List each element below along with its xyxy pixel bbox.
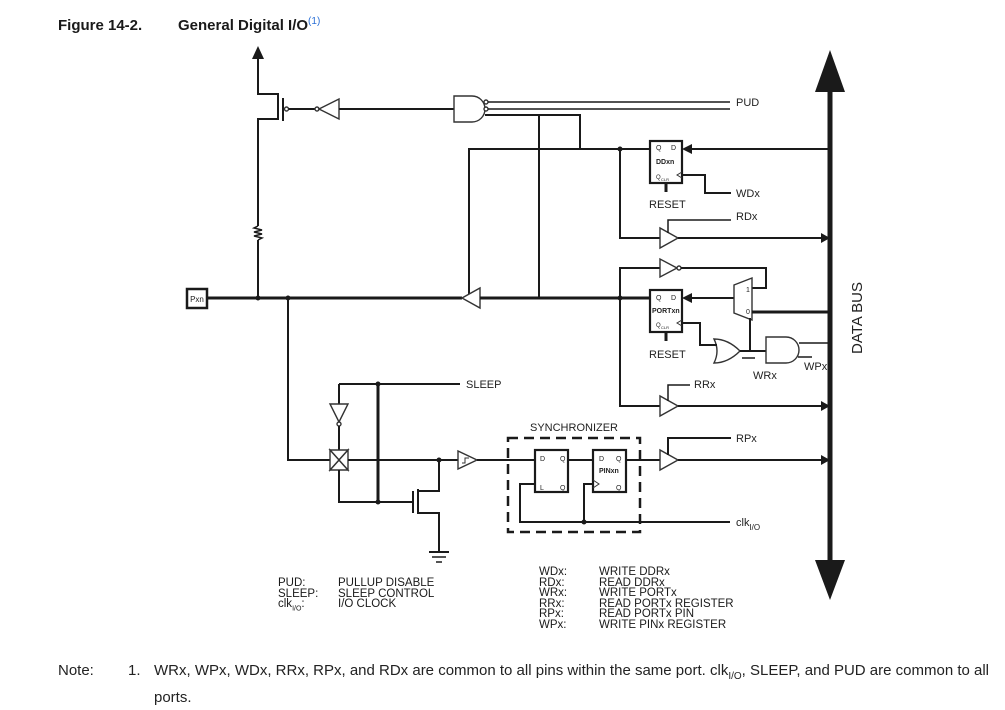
mux-icon <box>733 276 753 322</box>
svg-text:Q: Q <box>616 485 622 492</box>
rrx-label: RRx <box>694 379 716 391</box>
rdx-label: RDx <box>736 211 758 223</box>
note-text: WRx, WPx, WDx, RRx, RPx, and RDx are com… <box>154 662 990 706</box>
legend-right: WDx:WRITE DDRx RDx:READ DDRx WRx:WRITE P… <box>539 566 734 631</box>
svg-text:Q: Q <box>560 456 566 463</box>
ddxn-reset-label: RESET <box>649 199 686 211</box>
bus-arrow-up-icon <box>815 50 845 92</box>
pud-and-gate-icon <box>453 95 486 123</box>
svg-text:CLR: CLR <box>661 325 669 330</box>
portxn-flipflop: Q D PORTxn Q CLR <box>648 288 684 334</box>
pinxn-flipflop: D Q PINxn Q <box>591 448 628 494</box>
wpx-label: WPx <box>804 361 828 373</box>
svg-text:D: D <box>671 295 676 302</box>
ddxn-label: DDxn <box>656 159 674 166</box>
rdx-buffer-icon <box>659 226 680 250</box>
wrx-label: WRx <box>753 370 777 382</box>
svg-text:D: D <box>599 456 604 463</box>
svg-text:D: D <box>671 145 676 152</box>
pin-label: Pxn <box>190 295 204 304</box>
figure-title-text: General Digital I/O <box>178 17 309 34</box>
svg-text:Q: Q <box>656 323 661 329</box>
svg-text:Q: Q <box>616 456 622 463</box>
legend-left: PUD:PULLUP DISABLE SLEEP:SLEEP CONTROL c… <box>278 577 435 613</box>
data-bus-label: DATA BUS <box>849 282 866 354</box>
wdx-label: WDx <box>736 188 760 200</box>
portx-inverter-icon <box>659 257 679 279</box>
clk-label: clkI/O <box>736 517 760 532</box>
svg-text:Q: Q <box>560 485 566 492</box>
pullup-resistor-icon <box>251 225 265 241</box>
synchronizer-label: SYNCHRONIZER <box>530 422 618 434</box>
pud-inverter-icon <box>317 97 340 121</box>
wpx-and-gate-icon <box>765 336 800 364</box>
svg-text:CLR: CLR <box>661 177 669 182</box>
synchronizer-box <box>506 436 642 534</box>
rpx-label: RPx <box>736 433 757 445</box>
sync-latch: D Q L Q <box>533 448 570 494</box>
pinxn-label: PINxn <box>599 468 619 475</box>
output-driver-icon <box>460 286 481 310</box>
bus-arrow-down-icon <box>815 560 845 600</box>
svg-text:1: 1 <box>746 287 750 294</box>
figure-title: Figure 14-2. General Digital I/O(1) <box>58 16 320 34</box>
sleep-label: SLEEP <box>466 379 501 391</box>
transmission-gate-icon <box>328 448 350 472</box>
wrx-or-gate-icon <box>712 338 741 364</box>
pulldown-transistor <box>412 460 449 563</box>
pud-label: PUD <box>736 97 759 109</box>
portxn-reset-label: RESET <box>649 349 686 361</box>
note-label: Note: <box>58 662 94 679</box>
ddxn-flipflop: Q D DDxn Q CLR <box>648 139 684 185</box>
vcc-arrow-icon <box>252 46 264 59</box>
schmitt-trigger-icon <box>457 449 479 471</box>
footnote-reference: (1) <box>308 16 321 27</box>
sleep-inverter-icon <box>328 403 350 424</box>
rrx-buffer-icon <box>659 394 680 418</box>
svg-text:Q: Q <box>656 295 662 302</box>
portxn-label: PORTxn <box>652 308 680 315</box>
svg-text:Q: Q <box>656 145 662 152</box>
note-number: 1. <box>128 662 141 679</box>
pullup-circuit <box>251 46 489 298</box>
svg-text:L: L <box>540 485 544 492</box>
figure-number: Figure 14-2. <box>58 17 143 34</box>
svg-text:0: 0 <box>746 309 750 316</box>
svg-text:D: D <box>540 456 545 463</box>
data-bus <box>815 50 845 600</box>
svg-text:Q: Q <box>656 175 661 181</box>
